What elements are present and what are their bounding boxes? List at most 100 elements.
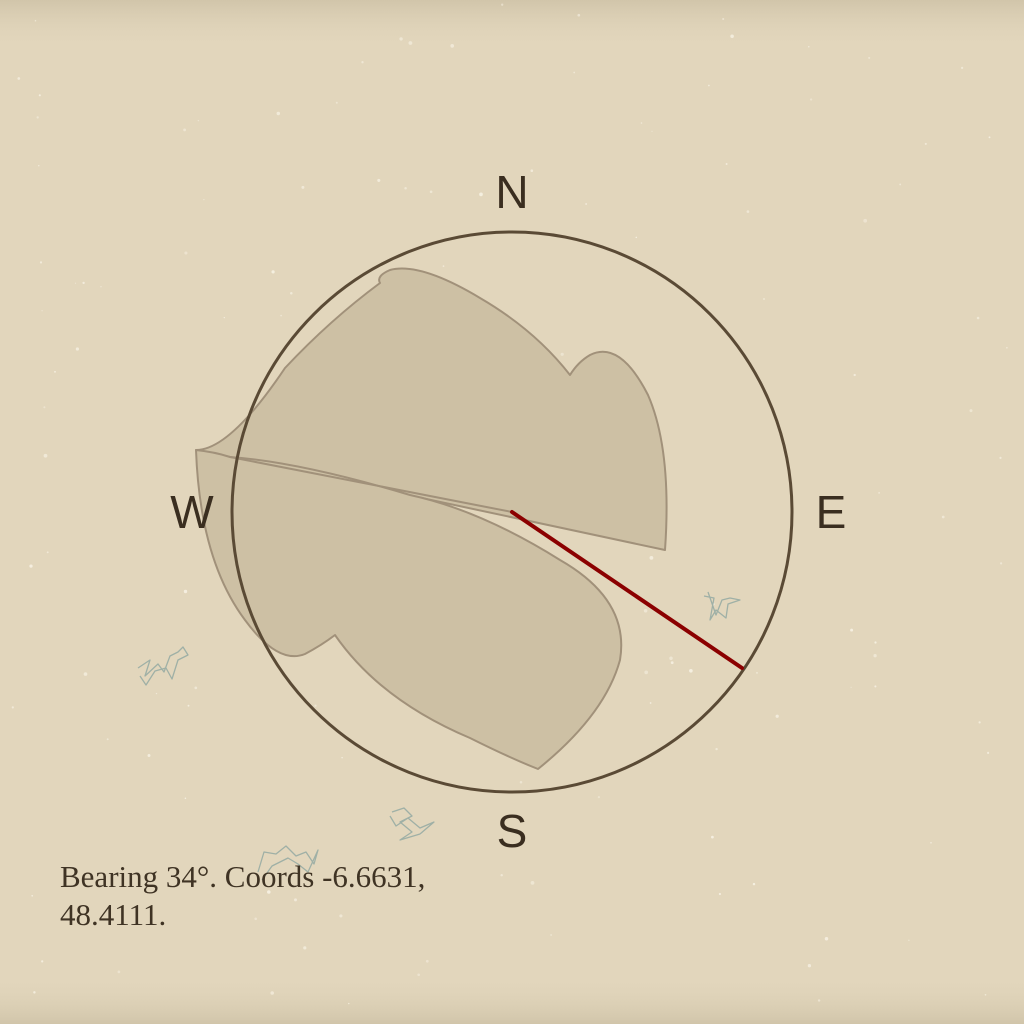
paper-speckle bbox=[817, 999, 821, 1002]
bearing-pointer bbox=[510, 510, 744, 670]
paper-speckle bbox=[730, 34, 734, 39]
paper-speckle bbox=[11, 706, 14, 709]
paper-speckle bbox=[978, 721, 981, 724]
paper-speckle bbox=[72, 866, 76, 870]
coast-edge bbox=[229, 456, 513, 513]
paper-speckle bbox=[500, 873, 503, 877]
paper-speckle bbox=[725, 163, 728, 165]
paper-speckle bbox=[824, 936, 829, 941]
paper-speckle bbox=[519, 780, 523, 784]
compass-ring bbox=[230, 230, 794, 794]
paper-speckle bbox=[399, 37, 403, 41]
top-vignette bbox=[0, 0, 1024, 50]
paper-speckle bbox=[715, 747, 718, 751]
paper-speckle bbox=[17, 77, 21, 80]
paper-speckle bbox=[31, 894, 34, 897]
paper-speckle bbox=[280, 314, 282, 317]
paper-speckle bbox=[294, 898, 297, 902]
paper-speckle bbox=[762, 297, 766, 301]
paper-speckle bbox=[930, 842, 932, 844]
paper-speckle bbox=[585, 203, 587, 205]
paper-speckle bbox=[863, 218, 868, 223]
paper-speckle bbox=[38, 164, 40, 167]
paper-speckle bbox=[223, 316, 225, 319]
paper-speckle bbox=[689, 668, 693, 673]
paper-speckle bbox=[276, 111, 281, 116]
paper-speckle bbox=[670, 661, 674, 665]
paper-speckle bbox=[960, 66, 964, 70]
paper-speckle bbox=[361, 61, 364, 64]
paper-speckle bbox=[43, 406, 46, 409]
paper-speckle bbox=[54, 370, 56, 373]
landmass-upper bbox=[195, 267, 668, 551]
paper-speckle bbox=[969, 409, 973, 413]
paper-speckle bbox=[643, 609, 648, 613]
paper-speckle bbox=[43, 453, 48, 458]
paper-speckle bbox=[271, 270, 275, 274]
vegetation-scribble bbox=[703, 591, 741, 621]
paper-speckle bbox=[1006, 347, 1008, 349]
paper-speckle bbox=[254, 917, 258, 921]
paper-speckle bbox=[808, 46, 810, 48]
bearing-caption: Bearing 34°. Coords -6.6631, 48.4111. bbox=[60, 859, 426, 932]
paper-speckle bbox=[577, 13, 581, 17]
paper-speckle bbox=[339, 914, 343, 918]
paper-speckle bbox=[550, 934, 552, 936]
paper-speckle bbox=[377, 178, 381, 182]
paper-speckle bbox=[530, 881, 535, 885]
paper-speckle bbox=[640, 122, 643, 124]
paper-speckle bbox=[38, 94, 41, 97]
paper-speckle bbox=[33, 991, 36, 994]
cardinal-west: W bbox=[170, 486, 214, 538]
bottom-vignette bbox=[0, 974, 1024, 1024]
paper-speckle bbox=[29, 564, 33, 568]
paper-speckle bbox=[560, 352, 564, 356]
paper-speckle bbox=[74, 282, 77, 284]
paper-speckle bbox=[41, 310, 43, 312]
paper-speckle bbox=[155, 692, 158, 695]
paper-speckle bbox=[184, 251, 188, 255]
paper-speckle bbox=[417, 973, 421, 977]
paper-speckle bbox=[868, 56, 871, 59]
paper-speckle bbox=[100, 286, 102, 288]
paper-speckle bbox=[976, 316, 980, 320]
cardinal-north: N bbox=[495, 166, 528, 218]
paper-speckle bbox=[106, 738, 109, 741]
paper-speckle bbox=[651, 130, 653, 133]
paper-speckle bbox=[450, 44, 455, 48]
paper-speckle bbox=[722, 17, 725, 21]
paper-speckle bbox=[429, 190, 433, 194]
paper-speckle bbox=[644, 670, 649, 675]
paper-speckle bbox=[425, 959, 429, 963]
paper-speckle bbox=[442, 265, 445, 267]
paper-speckle bbox=[999, 562, 1003, 565]
paper-speckle bbox=[314, 704, 317, 707]
paper-speckle bbox=[183, 589, 188, 594]
paper-speckle bbox=[75, 347, 80, 351]
paper-speckle bbox=[46, 551, 49, 554]
vegetation-scribble bbox=[389, 807, 435, 841]
paper-speckle bbox=[988, 136, 991, 139]
paper-speckle bbox=[36, 116, 39, 119]
paper-speckle bbox=[41, 960, 44, 963]
paper-speckle bbox=[147, 754, 151, 757]
paper-speckle bbox=[197, 119, 200, 122]
paper-speckle bbox=[301, 185, 305, 189]
paper-speckle bbox=[807, 964, 812, 968]
paper-speckle bbox=[908, 939, 910, 941]
paper-speckle bbox=[649, 556, 654, 560]
paper-speckle bbox=[408, 41, 413, 45]
vegetation-scribble bbox=[137, 646, 189, 686]
paper-speckle bbox=[194, 686, 198, 690]
paper-speckle bbox=[479, 192, 483, 197]
paper-speckle bbox=[775, 714, 779, 718]
paper-speckle bbox=[341, 756, 343, 759]
paper-speckle bbox=[873, 654, 877, 658]
paper-speckle bbox=[999, 456, 1002, 460]
paper-speckle bbox=[711, 835, 714, 839]
paper-speckle bbox=[874, 685, 877, 688]
paper-speckle bbox=[756, 672, 758, 674]
paper-speckle bbox=[669, 656, 673, 661]
paper-speckle bbox=[303, 946, 307, 950]
cardinal-south: S bbox=[497, 805, 528, 857]
